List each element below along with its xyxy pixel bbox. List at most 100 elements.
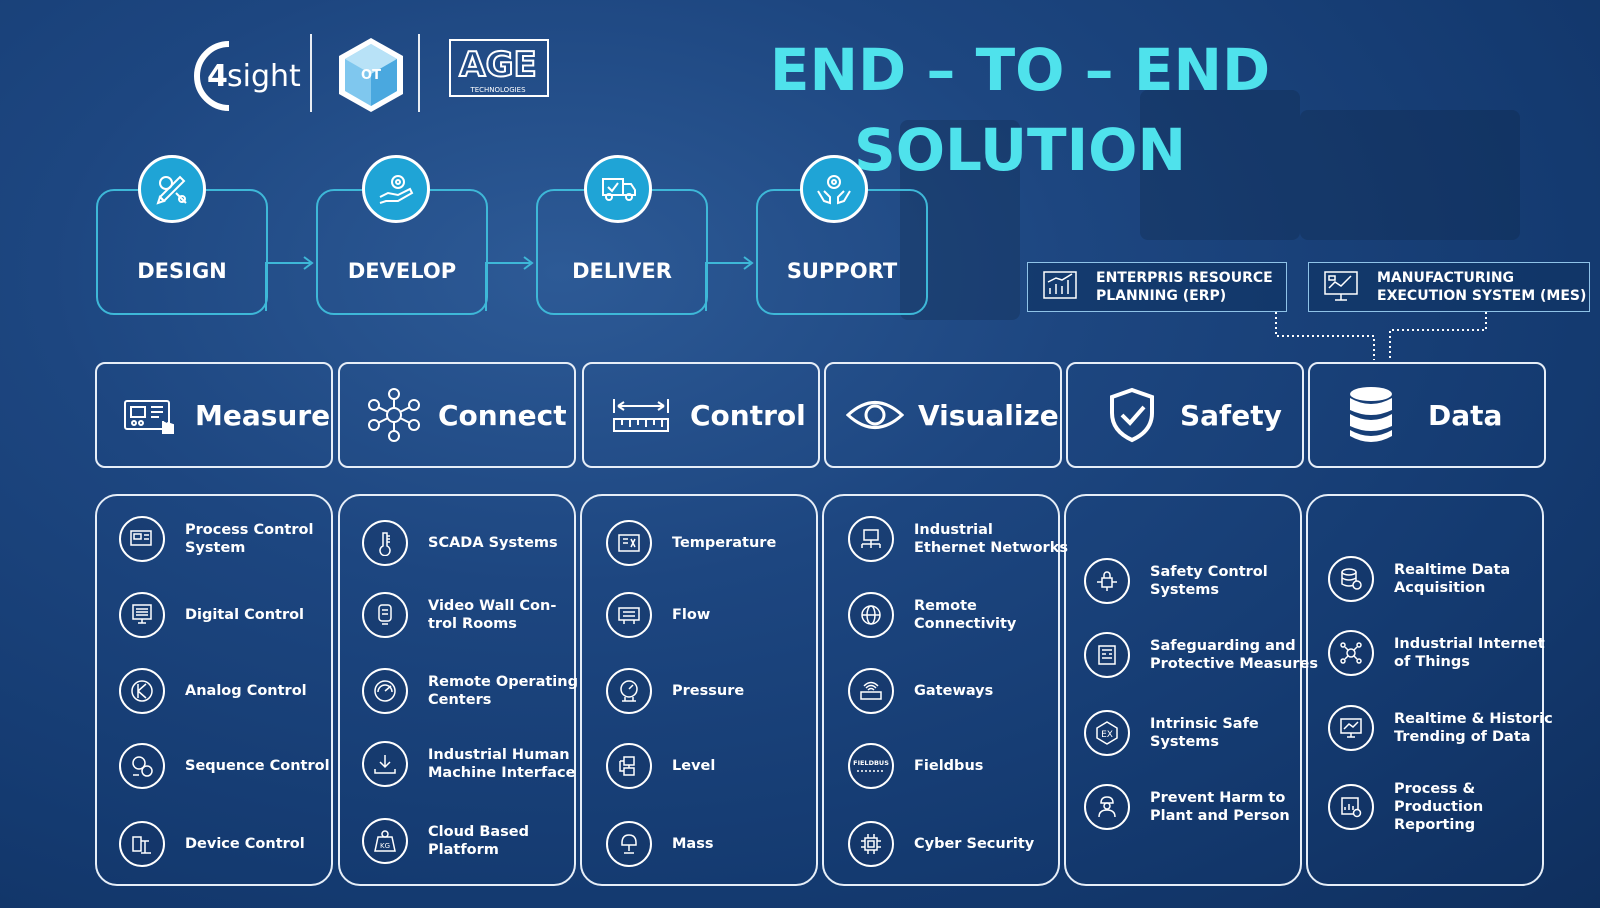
item-line1: Fieldbus xyxy=(914,758,984,774)
item-line2: of Things xyxy=(1394,654,1470,670)
item-line1: Sequence Control xyxy=(185,758,330,774)
erp-line1: ENTERPRIS RESOURCE xyxy=(1096,270,1273,286)
column-connect xyxy=(338,494,576,886)
item-line1: Realtime & Historic xyxy=(1394,711,1553,727)
mes-line1: MANUFACTURING xyxy=(1377,270,1515,286)
item-line2: Systems xyxy=(1150,734,1220,750)
ex-hexagon-icon: EX xyxy=(1084,710,1130,756)
item-line2: Acquisition xyxy=(1394,580,1486,596)
globe-icon xyxy=(848,592,894,638)
pressure-gauge-icon xyxy=(606,668,652,714)
category-data: Data xyxy=(1308,362,1546,468)
step-label-support: SUPPORT xyxy=(786,259,898,283)
item-line1: Digital Control xyxy=(185,607,305,623)
list-item: Video Wall Con-trol Rooms xyxy=(362,592,556,638)
support-hands-icon xyxy=(800,155,868,223)
process-control-icon xyxy=(119,516,165,562)
item-line2: System xyxy=(185,540,246,556)
lock-network-icon xyxy=(1084,558,1130,604)
item-line2: Platform xyxy=(428,842,499,858)
temperature-panel-icon xyxy=(606,520,652,566)
svg-text:4: 4 xyxy=(207,59,228,94)
worker-shield-icon xyxy=(1084,784,1130,830)
category-label: Data xyxy=(1428,398,1503,432)
arrow-right-icon xyxy=(485,256,534,311)
ethernet-network-icon xyxy=(848,516,894,562)
thermometer-icon xyxy=(362,520,408,566)
erp-line2: PLANNING (ERP) xyxy=(1096,288,1227,304)
database-clock-icon xyxy=(1328,556,1374,602)
column-measure xyxy=(95,494,333,886)
item-line2: Systems xyxy=(1150,582,1220,598)
sequence-control-icon xyxy=(119,743,165,789)
arrow-right-icon xyxy=(705,256,754,311)
item-line2: Ethernet Networks xyxy=(914,540,1068,556)
level-sensor-icon xyxy=(606,743,652,789)
item-line3: Reporting xyxy=(1394,817,1476,833)
list-item: Temperature xyxy=(606,520,776,566)
age-technologies-logo: AGE TECHNOLOGIES xyxy=(448,38,552,100)
svg-text:AGE: AGE xyxy=(459,45,536,85)
item-line1: Realtime Data xyxy=(1394,562,1511,578)
item-line1: Analog Control xyxy=(185,683,307,699)
item-line2: trol Rooms xyxy=(428,616,517,632)
category-visualize: Visualize xyxy=(824,362,1062,468)
background-shape xyxy=(1300,110,1520,240)
step-label-design: DESIGN xyxy=(137,259,227,283)
item-line1: SCADA Systems xyxy=(428,535,558,551)
category-label: Safety xyxy=(1180,398,1282,432)
item-line2: Machine Interface xyxy=(428,765,576,781)
step-label-develop: DEVELOP xyxy=(347,259,457,283)
item-line1: Industrial Human xyxy=(428,747,570,763)
video-wall-icon xyxy=(362,592,408,638)
4sight-logo: 4 sight xyxy=(193,36,305,116)
category-measure: Measure xyxy=(95,362,333,468)
iot-icon xyxy=(1328,630,1374,676)
item-line1: Safeguarding and xyxy=(1150,638,1296,654)
list-item: SCADA Systems xyxy=(362,520,558,566)
category-safety: Safety xyxy=(1066,362,1304,468)
item-line1: Remote xyxy=(914,598,977,614)
list-item: FIELDBUS Fieldbus xyxy=(848,743,983,789)
gateway-router-icon xyxy=(848,668,894,714)
category-label: Measure xyxy=(195,398,331,432)
list-item: Sequence Control xyxy=(119,743,330,789)
item-line1: Video Wall Con- xyxy=(428,598,557,614)
logo-divider xyxy=(310,34,312,112)
hmi-icon xyxy=(362,741,408,787)
svg-text:OT: OT xyxy=(361,68,381,83)
page-title: END – TO – END SOLUTION xyxy=(769,36,1271,184)
list-item: Flow xyxy=(606,592,710,638)
category-control: Control xyxy=(582,362,820,468)
control-panel-icon xyxy=(123,395,175,435)
item-line2: Trending of Data xyxy=(1394,729,1531,745)
list-item: Mass xyxy=(606,821,713,867)
item-line1: Gateways xyxy=(914,683,994,699)
item-line1: Temperature xyxy=(672,535,777,551)
hand-gear-icon xyxy=(362,155,430,223)
column-visualize xyxy=(822,494,1060,886)
device-control-icon xyxy=(119,821,165,867)
column-control xyxy=(580,494,818,886)
safeguard-panel-icon xyxy=(1084,632,1130,678)
svg-text:TECHNOLOGIES: TECHNOLOGIES xyxy=(469,86,526,94)
list-item: Gateways xyxy=(848,668,993,714)
item-line1: Mass xyxy=(672,836,714,852)
item-line1: Remote Operating xyxy=(428,674,578,690)
ot-logo: OT xyxy=(336,36,406,114)
list-item: Pressure xyxy=(606,668,744,714)
list-item: Cyber Security xyxy=(848,821,1034,867)
item-line1: Flow xyxy=(672,607,711,623)
item-line1: Cyber Security xyxy=(914,836,1035,852)
item-line1: Intrinsic Safe xyxy=(1150,716,1259,732)
fieldbus-icon: FIELDBUS xyxy=(848,743,894,789)
